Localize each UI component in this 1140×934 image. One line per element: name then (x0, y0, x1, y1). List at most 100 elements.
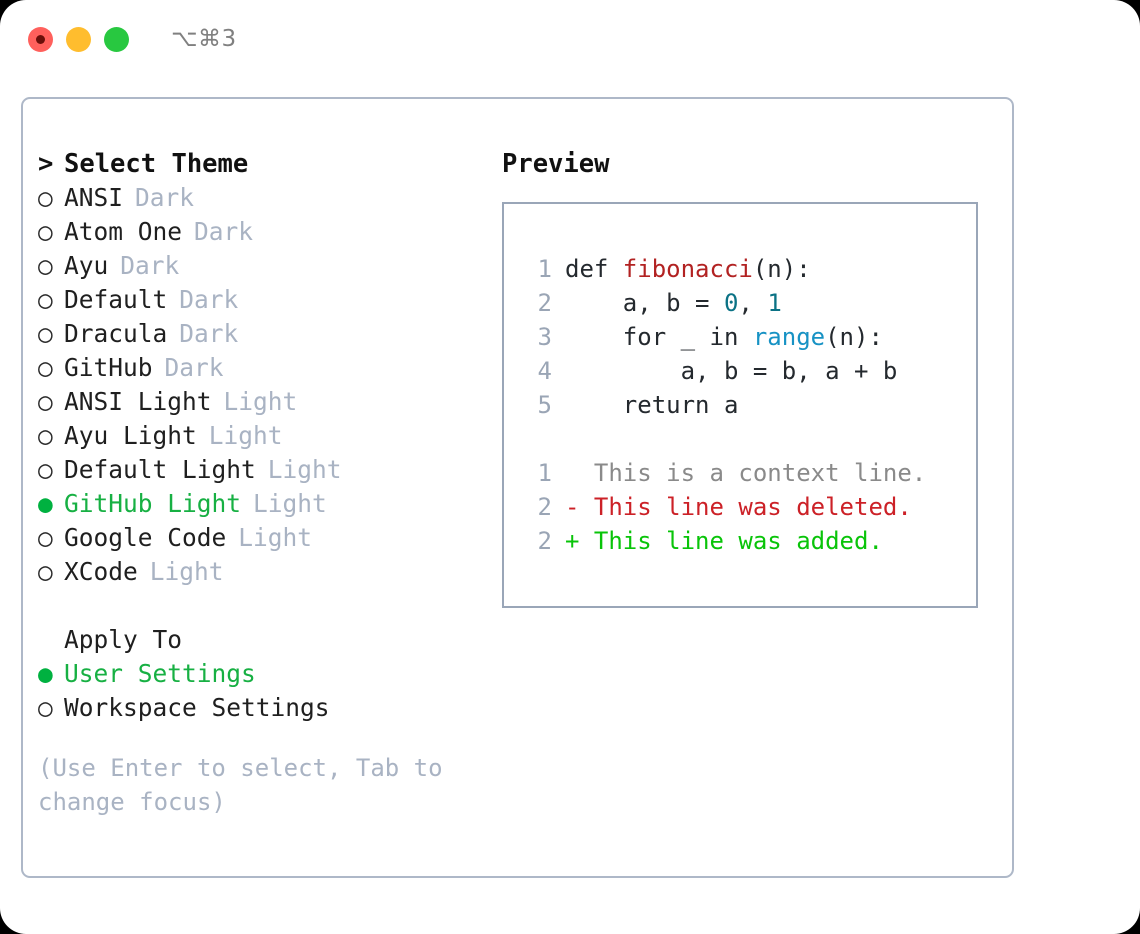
theme-list-item[interactable]: ○ Google Code Light (38, 521, 508, 555)
apply-to-option[interactable]: ○Workspace Settings (38, 691, 508, 725)
theme-list-item[interactable]: ○ Default Light Light (38, 453, 508, 487)
code-blank-line (522, 422, 926, 456)
theme-item-label: XCode (64, 557, 138, 586)
theme-item-variant-tag: Light (208, 421, 283, 450)
keyboard-shortcut-label: ⌥⌘3 (171, 26, 237, 52)
theme-item-variant-tag: Dark (179, 285, 239, 314)
diff-sign (565, 459, 579, 487)
theme-item-label: GitHub (64, 353, 153, 382)
theme-list-item[interactable]: ○ XCode Light (38, 555, 508, 589)
radio-unselected-icon: ○ (38, 387, 53, 416)
theme-item-variant-tag: Dark (135, 183, 195, 212)
diff-line-number: 2 (537, 493, 552, 521)
code-token: 1 (767, 289, 782, 317)
close-button[interactable] (28, 26, 53, 52)
code-line-number: 2 (537, 289, 552, 317)
radio-selected-icon: ● (38, 659, 53, 688)
code-token: range (752, 323, 826, 351)
code-token: (n): (825, 323, 883, 351)
apply-to-title: Apply To (64, 625, 183, 654)
radio-unselected-icon: ○ (38, 319, 53, 348)
theme-item-variant-tag: Light (149, 557, 224, 586)
theme-list-item[interactable]: ○ Dracula Dark (38, 317, 508, 351)
code-line: 4 a, b = b, a + b (522, 354, 926, 388)
code-line-content: return a (565, 388, 739, 422)
diff-line-number: 2 (537, 527, 552, 555)
diff-line-content: This is a context line. (565, 456, 926, 490)
code-line-number: 5 (537, 391, 552, 419)
theme-item-variant-tag: Light (267, 455, 342, 484)
caret-icon: > (38, 149, 54, 179)
diff-line: 1 This is a context line. (522, 456, 927, 490)
diff-line-content: + This line was added. (565, 524, 883, 558)
apply-to-option-label: Workspace Settings (64, 693, 330, 722)
theme-list-item[interactable]: ○ Ayu Light Light (38, 419, 508, 453)
apply-to-list: ● User Settings ○Workspace Settings (38, 657, 508, 725)
radio-unselected-icon: ○ (38, 251, 53, 280)
theme-item-label: Google Code (64, 523, 227, 552)
minimize-button[interactable] (66, 26, 91, 52)
code-line-content: def fibonacci(n): (565, 252, 811, 286)
radio-unselected-icon: ○ (38, 455, 53, 484)
diff-line-content: - This line was deleted. (565, 490, 912, 524)
diff-line: 2 - This line was deleted. (522, 490, 926, 524)
code-token: fibonacci (622, 255, 753, 283)
preview-title: Preview (502, 149, 610, 179)
code-token: (n): (752, 255, 811, 283)
theme-item-label: Default Light (64, 455, 256, 484)
theme-item-label: ANSI (64, 183, 124, 212)
theme-item-variant-tag: Dark (179, 319, 239, 348)
code-line: 3 for _ in range(n): (522, 320, 926, 354)
title-bar: ⌥⌘3 (0, 0, 1140, 78)
theme-list-title: Select Theme (64, 149, 249, 179)
theme-list-item[interactable]: ● GitHub Light Light (38, 487, 508, 521)
apply-to-title-row: Apply To (38, 623, 508, 657)
maximize-button[interactable] (104, 26, 129, 52)
radio-unselected-icon: ○ (38, 217, 53, 246)
radio-unselected-icon: ○ (38, 557, 53, 586)
diff-text: This line was deleted. (593, 493, 912, 521)
theme-item-label: GitHub Light (64, 489, 242, 518)
diff-line-number: 1 (537, 459, 552, 487)
code-line-number: 1 (537, 255, 552, 283)
code-token: 0 (723, 289, 739, 317)
theme-item-variant-tag: Dark (164, 353, 224, 382)
theme-list-header: > Select Theme (38, 147, 508, 181)
radio-selected-icon: ● (38, 489, 53, 518)
radio-unselected-icon: ○ (38, 285, 53, 314)
code-line-content: a, b = 0, 1 (565, 286, 782, 320)
code-line: 5 return a (522, 388, 926, 422)
radio-unselected-icon: ○ (38, 523, 53, 552)
theme-item-label: Ayu Light (64, 421, 197, 450)
apply-to-option[interactable]: ● User Settings (38, 657, 508, 691)
theme-item-label: ANSI Light (64, 387, 212, 416)
traffic-light-group (28, 26, 129, 52)
code-token: a, b = (565, 289, 724, 317)
theme-item-variant-tag: Light (253, 489, 327, 518)
code-token: return a (565, 391, 739, 419)
diff-text: This is a context line. (593, 459, 927, 487)
keyboard-hint: (Use Enter to select, Tab to change focu… (38, 754, 458, 816)
apply-to-option-label: User Settings (64, 659, 256, 688)
radio-unselected-icon: ○ (38, 421, 53, 450)
code-token: def (565, 255, 623, 283)
diff-text: This line was added. (593, 527, 883, 555)
code-line-number: 4 (537, 357, 552, 385)
code-line-number: 3 (537, 323, 552, 351)
theme-item-variant-tag: Light (238, 523, 313, 552)
theme-item-label: Dracula (64, 319, 168, 348)
theme-item-label: Ayu (64, 251, 109, 280)
